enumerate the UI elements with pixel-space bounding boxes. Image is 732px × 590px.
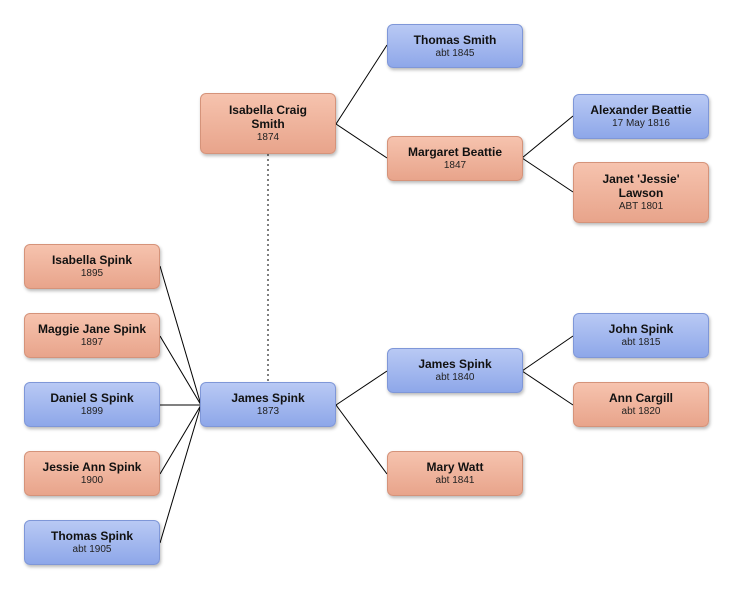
person-date: 1847 [443,160,467,171]
person-card-ann-cargill[interactable]: Ann Cargill abt 1820 [573,382,709,427]
person-name: Margaret Beattie [407,145,503,159]
person-card-isabella-craig-smith[interactable]: Isabella Craig Smith 1874 [200,93,336,154]
person-card-james-spink-1840[interactable]: James Spink abt 1840 [387,348,523,393]
person-date: abt 1815 [621,337,661,348]
person-card-maggie-jane-spink[interactable]: Maggie Jane Spink 1897 [24,313,160,358]
link-james1840-to-john [521,335,574,372]
person-date: ABT 1801 [618,201,664,212]
person-name: Alexander Beattie [590,103,692,117]
link-james1840-to-ann [521,370,574,406]
link-james-to-james-1840 [335,370,388,406]
person-card-thomas-smith[interactable]: Thomas Smith abt 1845 [387,24,523,68]
person-date: abt 1820 [621,406,661,417]
person-date: 17 May 1816 [612,118,670,129]
person-name: Isabella Craig Smith [228,103,308,131]
link-margaret-to-janet [521,157,574,193]
person-name: John Spink [608,322,674,336]
person-card-isabella-spink[interactable]: Isabella Spink 1895 [24,244,160,289]
link-child-isabella [159,265,202,406]
person-date: 1873 [256,406,280,417]
person-card-jessie-ann-spink[interactable]: Jessie Ann Spink 1900 [24,451,160,496]
person-date: abt 1840 [435,372,475,383]
person-name: Daniel S Spink [50,391,134,405]
person-name: Ann Cargill [608,391,673,405]
link-child-maggie [159,335,202,406]
person-date: 1897 [80,337,104,348]
person-date: abt 1845 [435,47,475,59]
person-name: Janet 'Jessie' Lawson [602,172,680,200]
link-isabella-to-thomas-smith [335,44,388,125]
link-child-thomas [159,404,202,544]
person-name: Thomas Spink [50,529,133,543]
person-date: 1899 [80,406,104,417]
person-name: Maggie Jane Spink [37,322,147,336]
person-name: Mary Watt [426,460,484,474]
person-name: James Spink [231,391,305,405]
person-card-alexander-beattie[interactable]: Alexander Beattie 17 May 1816 [573,94,709,139]
person-date: abt 1841 [435,475,475,486]
person-card-daniel-s-spink[interactable]: Daniel S Spink 1899 [24,382,160,427]
person-card-john-spink[interactable]: John Spink abt 1815 [573,313,709,358]
person-date: abt 1905 [72,544,112,555]
person-date: 1895 [80,268,104,279]
link-child-jessie [159,404,202,475]
person-date: 1900 [80,475,104,486]
person-card-margaret-beattie[interactable]: Margaret Beattie 1847 [387,136,523,181]
link-james-to-mary-watt [335,404,388,475]
link-margaret-to-alexander [521,115,574,159]
person-card-mary-watt[interactable]: Mary Watt abt 1841 [387,451,523,496]
person-name: James Spink [418,357,492,371]
person-date: 1874 [256,132,280,143]
person-card-james-spink-1873[interactable]: James Spink 1873 [200,382,336,427]
person-card-janet-lawson[interactable]: Janet 'Jessie' Lawson ABT 1801 [573,162,709,223]
person-name: Isabella Spink [51,253,133,267]
person-name: Jessie Ann Spink [42,460,142,474]
link-isabella-to-margaret-beattie [335,123,388,159]
person-card-thomas-spink[interactable]: Thomas Spink abt 1905 [24,520,160,565]
person-name: Thomas Smith [413,32,497,47]
